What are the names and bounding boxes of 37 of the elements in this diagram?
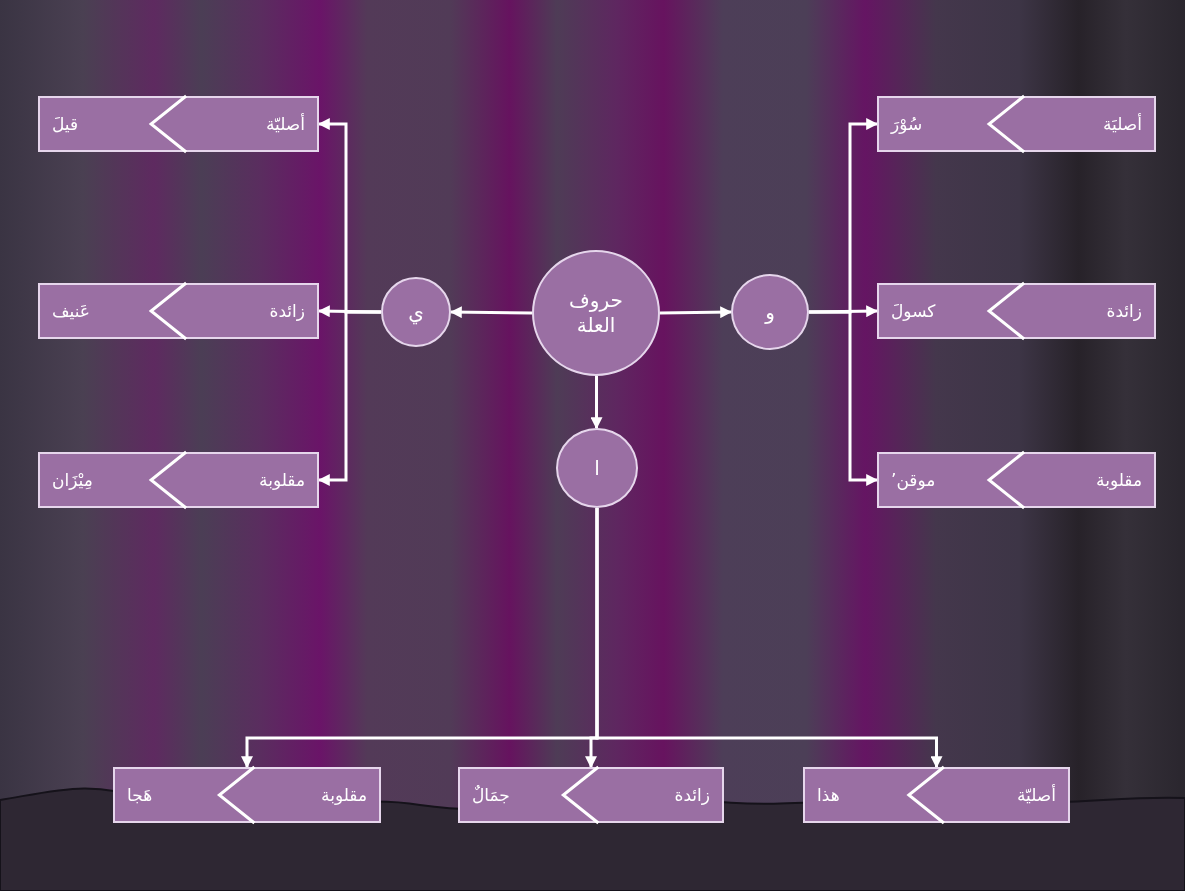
category-box xyxy=(877,452,1156,508)
arrow xyxy=(809,310,879,486)
example-word: سُوْرَ xyxy=(891,114,923,134)
node-label: ا xyxy=(594,455,600,481)
category-label: أصليّة xyxy=(265,114,305,134)
arrow xyxy=(595,508,943,769)
category-box xyxy=(38,283,319,339)
category-label: مقلوبة xyxy=(259,470,305,490)
category-box xyxy=(877,96,1156,152)
category-box xyxy=(803,767,1070,823)
category-label: مقلوبة xyxy=(1096,470,1142,490)
example-word: موقن’ xyxy=(891,470,936,490)
arrow xyxy=(808,305,879,318)
example-word: قيلَ xyxy=(52,114,79,134)
category-label: أصليّة xyxy=(1016,785,1056,805)
category-box xyxy=(38,452,319,508)
category-label: مقلوبة xyxy=(321,785,367,805)
example-word: جمَالٌ xyxy=(472,785,510,805)
category-label: زائدة xyxy=(674,785,710,805)
arrow xyxy=(659,306,733,319)
category-box xyxy=(113,767,381,823)
category-label: زائدة xyxy=(269,301,305,321)
category-box xyxy=(38,96,319,152)
category-box xyxy=(877,283,1156,339)
node-label: حروف العلة xyxy=(568,288,624,338)
category-label: زائدة xyxy=(1106,301,1142,321)
category-label: أصليَة xyxy=(1102,114,1142,134)
example-word: كسولَ xyxy=(891,301,936,321)
arrow xyxy=(449,306,533,319)
example-word: هَجا xyxy=(127,785,153,805)
example-word: هذا xyxy=(817,785,840,805)
example-word: عَنيف xyxy=(52,301,90,321)
node-label: و xyxy=(765,299,775,325)
category-box xyxy=(458,767,724,823)
node-label: ي xyxy=(408,299,424,325)
example-word: مِيْزَان xyxy=(52,470,93,490)
arrow xyxy=(590,376,603,430)
